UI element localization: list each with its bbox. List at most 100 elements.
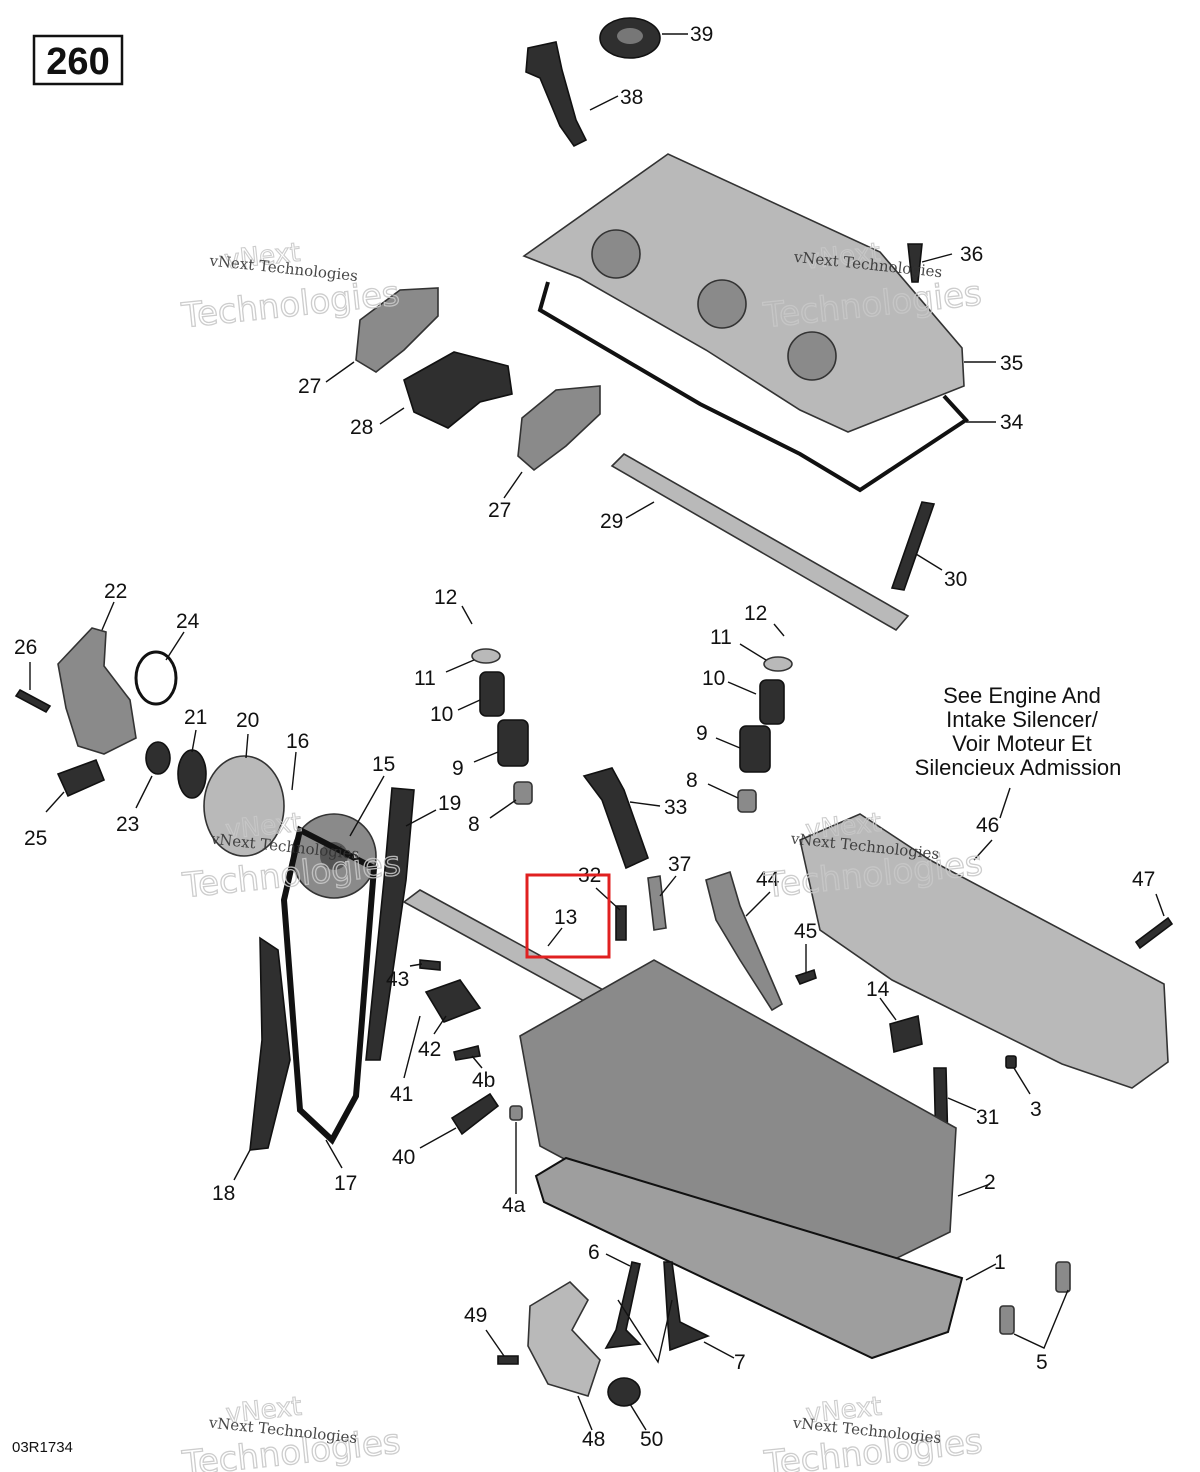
part-38-bolt — [525, 41, 588, 148]
part-18-tensioner-guide — [249, 936, 291, 1151]
part-24-o-ring — [134, 650, 178, 706]
part-8-seal-left — [513, 781, 533, 805]
part-11-retainer-left — [471, 648, 501, 664]
callout: 49 — [464, 1304, 487, 1327]
part-40-sensor — [450, 1092, 500, 1136]
part-25-sensor — [56, 758, 106, 798]
part-27-rocker-top — [355, 287, 439, 373]
callout: 47 — [1132, 868, 1155, 891]
part-42-sensor — [424, 979, 482, 1023]
callout: 29 — [600, 510, 623, 533]
part-36-bolt — [907, 243, 923, 283]
part-8-seal-right — [737, 789, 757, 813]
callout: 10 — [430, 703, 453, 726]
callout: 12 — [744, 602, 767, 625]
callout: 19 — [438, 792, 461, 815]
callout: 6 — [588, 1241, 600, 1264]
callout: 35 — [1000, 352, 1023, 375]
part-6-valve — [604, 1261, 642, 1349]
callout: 9 — [696, 722, 708, 745]
part-22-housing — [57, 627, 137, 755]
callout: 9 — [452, 757, 464, 780]
part-2-cylinder-head — [519, 959, 957, 1297]
part-49-bolt — [497, 1355, 519, 1365]
callout: 40 — [392, 1146, 415, 1169]
callout: 11 — [710, 626, 732, 649]
callout: 18 — [212, 1182, 235, 1205]
callout: 5 — [1036, 1351, 1048, 1374]
page-number-box: 260 — [32, 34, 124, 86]
callout: 26 — [14, 636, 37, 659]
callout: 37 — [668, 853, 691, 876]
callout: 10 — [702, 667, 725, 690]
cover-boss-1 — [591, 229, 641, 279]
callout: 39 — [690, 23, 713, 46]
callout: 36 — [960, 243, 983, 266]
cover-boss-3 — [787, 331, 837, 381]
callout: 27 — [488, 499, 511, 522]
callout: 21 — [184, 706, 207, 729]
part-30-bolt — [890, 501, 936, 591]
callout: 20 — [236, 709, 259, 732]
callout: 17 — [334, 1172, 357, 1195]
note-line-4: Silencieux Admission — [915, 755, 1122, 780]
part-1-head-gasket — [534, 1156, 964, 1360]
note-line-2: Intake Silencer/ — [946, 707, 1099, 732]
part-39-grommet-hole — [617, 28, 643, 44]
part-10-spring-right — [759, 679, 785, 725]
part-43-bolt — [419, 959, 441, 971]
callout: 45 — [794, 920, 817, 943]
leader-lines — [29, 33, 1165, 1431]
callout: 48 — [582, 1428, 605, 1451]
callout: 16 — [286, 730, 309, 753]
callout: 1 — [994, 1251, 1006, 1274]
callout: 7 — [734, 1351, 746, 1374]
highlight-box — [525, 873, 611, 959]
callout: 38 — [620, 86, 643, 109]
callout: 41 — [390, 1083, 413, 1106]
part-37-spark-plug — [647, 875, 667, 931]
part-50-bushing — [607, 1377, 641, 1407]
part-17-timing-chain — [280, 825, 378, 1145]
cover-boss-2 — [697, 279, 747, 329]
part-drawings — [14, 17, 1174, 1407]
part-32-bolt — [615, 905, 627, 941]
part-20-cover — [203, 755, 285, 857]
note-line-1: See Engine And — [943, 683, 1101, 708]
callout: 27 — [298, 375, 321, 398]
highlighted-callout[interactable]: 13 — [525, 873, 611, 959]
callout: 30 — [944, 568, 967, 591]
callout: 33 — [664, 796, 687, 819]
callout: 34 — [1000, 411, 1024, 434]
callout: 14 — [866, 978, 890, 1001]
figure-code: 03R1734 — [12, 1439, 73, 1456]
part-46-intake-manifold — [799, 813, 1169, 1089]
part-48-bracket — [527, 1280, 601, 1397]
part-14-part — [889, 1014, 923, 1054]
part-29-rocker-shaft — [610, 453, 910, 632]
callout: 8 — [468, 813, 480, 836]
callout: 3 — [1030, 1098, 1042, 1121]
reference-note: See Engine And Intake Silencer/ Voir Mot… — [915, 683, 1122, 780]
callout: 23 — [116, 813, 139, 836]
part-11-retainer-right — [763, 656, 793, 672]
callout: 15 — [372, 753, 395, 776]
callout: 46 — [976, 814, 999, 837]
callout: 4a — [502, 1194, 526, 1217]
callout: 43 — [386, 968, 409, 991]
callout: 24 — [176, 610, 200, 633]
part-9-spring-left — [497, 719, 529, 767]
part-26-bolt — [14, 688, 52, 714]
highlight-leader — [547, 927, 563, 947]
part-4b-dowel — [453, 1045, 481, 1061]
part-10-spring-left — [479, 671, 505, 717]
callout: 22 — [104, 580, 127, 603]
highlight-label: 13 — [554, 906, 577, 929]
part-19-chain-guide — [365, 787, 415, 1061]
callout: 11 — [414, 667, 436, 690]
part-44-bracket — [705, 870, 784, 1012]
part-5-guide-a — [999, 1305, 1015, 1335]
callouts: 39 38 36 35 34 27 28 27 29 30 12 11 10 9… — [14, 23, 1155, 1451]
page-number: 260 — [46, 41, 109, 83]
